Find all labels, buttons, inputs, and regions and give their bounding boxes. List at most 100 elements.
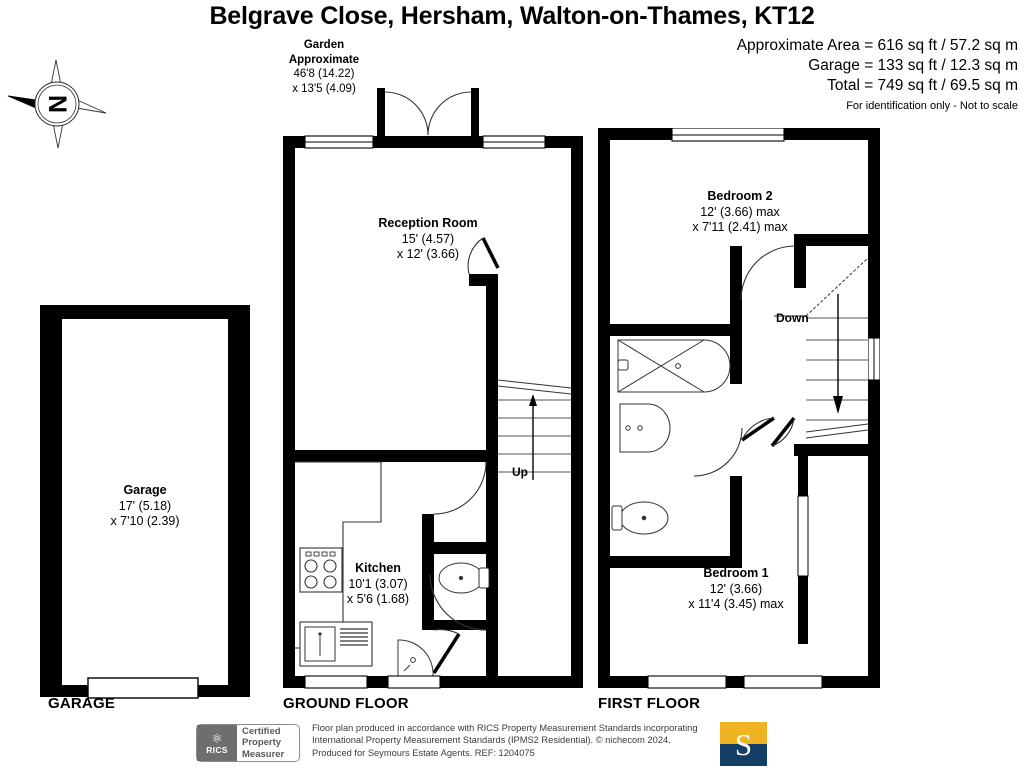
room-name: Kitchen xyxy=(355,561,401,575)
door-swing-bedroom2 xyxy=(740,245,795,301)
logo-initial: S xyxy=(734,726,753,762)
room-dim-2: x 11'4 (3.45) max xyxy=(688,597,784,611)
certified-line-3: Measurer xyxy=(242,748,285,760)
garage-area-text: Garage = 133 sq ft / 12.3 sq m xyxy=(808,57,1018,74)
room-dim-2: x 7'11 (2.41) max xyxy=(692,220,788,234)
certified-line-1: Certified xyxy=(242,726,281,738)
bedroom1-wall-top xyxy=(610,556,742,568)
door-leaf-reception-hall xyxy=(481,237,500,269)
garage-floorplan xyxy=(40,305,250,699)
door-swing-right xyxy=(427,91,472,136)
french-door-jamb-left xyxy=(377,88,385,148)
rics-wordmark: RICS xyxy=(206,744,228,755)
first-floor-floorplan xyxy=(598,128,880,689)
sink-bowl xyxy=(304,626,336,662)
garden-label: Garden Approximate 46'8 (14.22) x 13'5 (… xyxy=(268,38,380,96)
stair-label-down: Down xyxy=(776,311,809,325)
basin-icon xyxy=(619,403,671,453)
north-arrow-icon: N xyxy=(6,56,112,152)
garden-name: Garden xyxy=(303,39,345,51)
toilet-icon xyxy=(611,501,669,535)
door-swing-entrance xyxy=(429,573,487,631)
footer-line-1: Floor plan produced in accordance with R… xyxy=(312,723,698,733)
room-name: Bedroom 2 xyxy=(707,189,773,203)
bathroom-wall-right-upper xyxy=(730,246,742,336)
certified-line-2: Property xyxy=(242,737,282,749)
stair-down-arrow-head xyxy=(833,396,843,414)
room-name: Garage xyxy=(123,483,167,497)
bath-icon xyxy=(617,339,731,393)
door-swing-left xyxy=(384,91,429,136)
kitchen-door-jamb xyxy=(422,514,434,544)
door-leaf-bedroom1 xyxy=(741,416,775,442)
french-door-jamb-right xyxy=(471,88,479,148)
certified-measurer-text: Certified Property Measurer xyxy=(237,725,299,761)
door-swing-wc xyxy=(433,629,460,635)
stair-break-line-b xyxy=(497,385,572,395)
wc-wall-bottom xyxy=(434,620,486,630)
toilet-icon xyxy=(438,562,490,594)
stair-up-arrow-head xyxy=(529,394,537,406)
sink-drainer xyxy=(340,628,368,646)
room-label-bedroom-2: Bedroom 2 12' (3.66) max x 7'11 (2.41) m… xyxy=(666,189,814,236)
area-summary: Approximate Area = 616 sq ft / 57.2 sq m… xyxy=(737,36,1018,114)
door-leaf-landing xyxy=(770,416,796,448)
window-bedroom1-front-right xyxy=(743,675,823,689)
footer-line-2: International Property Measurement Stand… xyxy=(312,735,671,746)
room-dim-1: 15' (4.57) xyxy=(401,231,455,246)
cupboard-doors xyxy=(797,495,809,577)
room-label-garage: Garage 17' (5.18) x 7'10 (2.39) xyxy=(75,483,215,530)
window-bedroom1-front-left xyxy=(647,675,727,689)
window-front-mid xyxy=(387,675,441,689)
window-front-left xyxy=(304,675,368,689)
door-swing-reception-hall xyxy=(467,237,484,275)
room-dim-2: x 12' (3.66) xyxy=(396,247,460,261)
garden-dim-1: 46'8 (14.22) xyxy=(293,68,355,80)
stair-break-line-a xyxy=(497,379,572,389)
footer: ⚛ RICS Certified Property Measurer Floor… xyxy=(196,722,776,766)
room-dim-1: 12' (3.66) xyxy=(709,581,763,596)
hall-partition-wall xyxy=(486,274,498,676)
kitchen-partition-wall xyxy=(295,450,486,462)
door-swing-bedroom1-a xyxy=(741,417,775,441)
door-swing-bedroom1-b xyxy=(771,417,795,447)
rics-certified-badge: ⚛ RICS Certified Property Measurer xyxy=(196,724,300,762)
room-label-kitchen: Kitchen 10'1 (3.07) x 5'6 (1.68) xyxy=(318,561,438,608)
stair-break-line-a xyxy=(805,423,869,433)
hob-controls xyxy=(305,551,336,557)
door-swing-bathroom xyxy=(693,427,743,477)
room-dim-1: 10'1 (3.07) xyxy=(348,576,408,591)
wc-wall-top xyxy=(434,542,486,554)
rics-logo-icon: ⚛ RICS xyxy=(197,725,237,761)
room-dim-1: 12' (3.66) max xyxy=(700,204,780,219)
page-title: Belgrave Close, Hersham, Walton-on-Thame… xyxy=(209,2,815,30)
room-name: Bedroom 1 xyxy=(703,566,769,580)
hall-door-jamb xyxy=(469,274,487,286)
logo-top-band xyxy=(720,722,767,744)
landing-wall-left xyxy=(794,246,806,288)
bathroom-wall-right-lower xyxy=(730,336,742,384)
logo-bottom-band xyxy=(720,744,767,766)
rics-emblem-icon: ⚛ xyxy=(211,730,223,746)
stair-break-line-b xyxy=(805,429,869,439)
sink-tap xyxy=(318,632,322,636)
stair-upper-diagonal xyxy=(805,257,869,317)
wc-wall-left xyxy=(422,544,434,630)
floor-caption-ground: GROUND FLOOR xyxy=(283,695,409,712)
stairwell-area xyxy=(806,288,868,458)
room-name: Reception Room xyxy=(378,216,478,230)
total-area-text: Total = 749 sq ft / 69.5 sq m xyxy=(827,77,1018,94)
room-label-reception-room: Reception Room 15' (4.57) x 12' (3.66) xyxy=(358,216,498,263)
seymours-logo: S xyxy=(720,722,767,766)
room-label-bedroom-1: Bedroom 1 12' (3.66) x 11'4 (3.45) max xyxy=(660,566,812,613)
scale-disclaimer: For identification only - Not to scale xyxy=(846,100,1018,112)
garden-dim-2: x 13'5 (4.09) xyxy=(292,82,356,95)
floor-caption-first: FIRST FLOOR xyxy=(598,695,701,712)
landing-wall-bottom xyxy=(794,444,868,456)
stair-label-up: Up xyxy=(512,465,528,479)
room-dim-2: x 5'6 (1.68) xyxy=(346,592,410,606)
compass-letter: N xyxy=(43,95,71,113)
room-dim-1: 17' (5.18) xyxy=(118,498,172,513)
landing-wall-top xyxy=(794,234,868,246)
door-leaf-wc xyxy=(432,633,461,674)
